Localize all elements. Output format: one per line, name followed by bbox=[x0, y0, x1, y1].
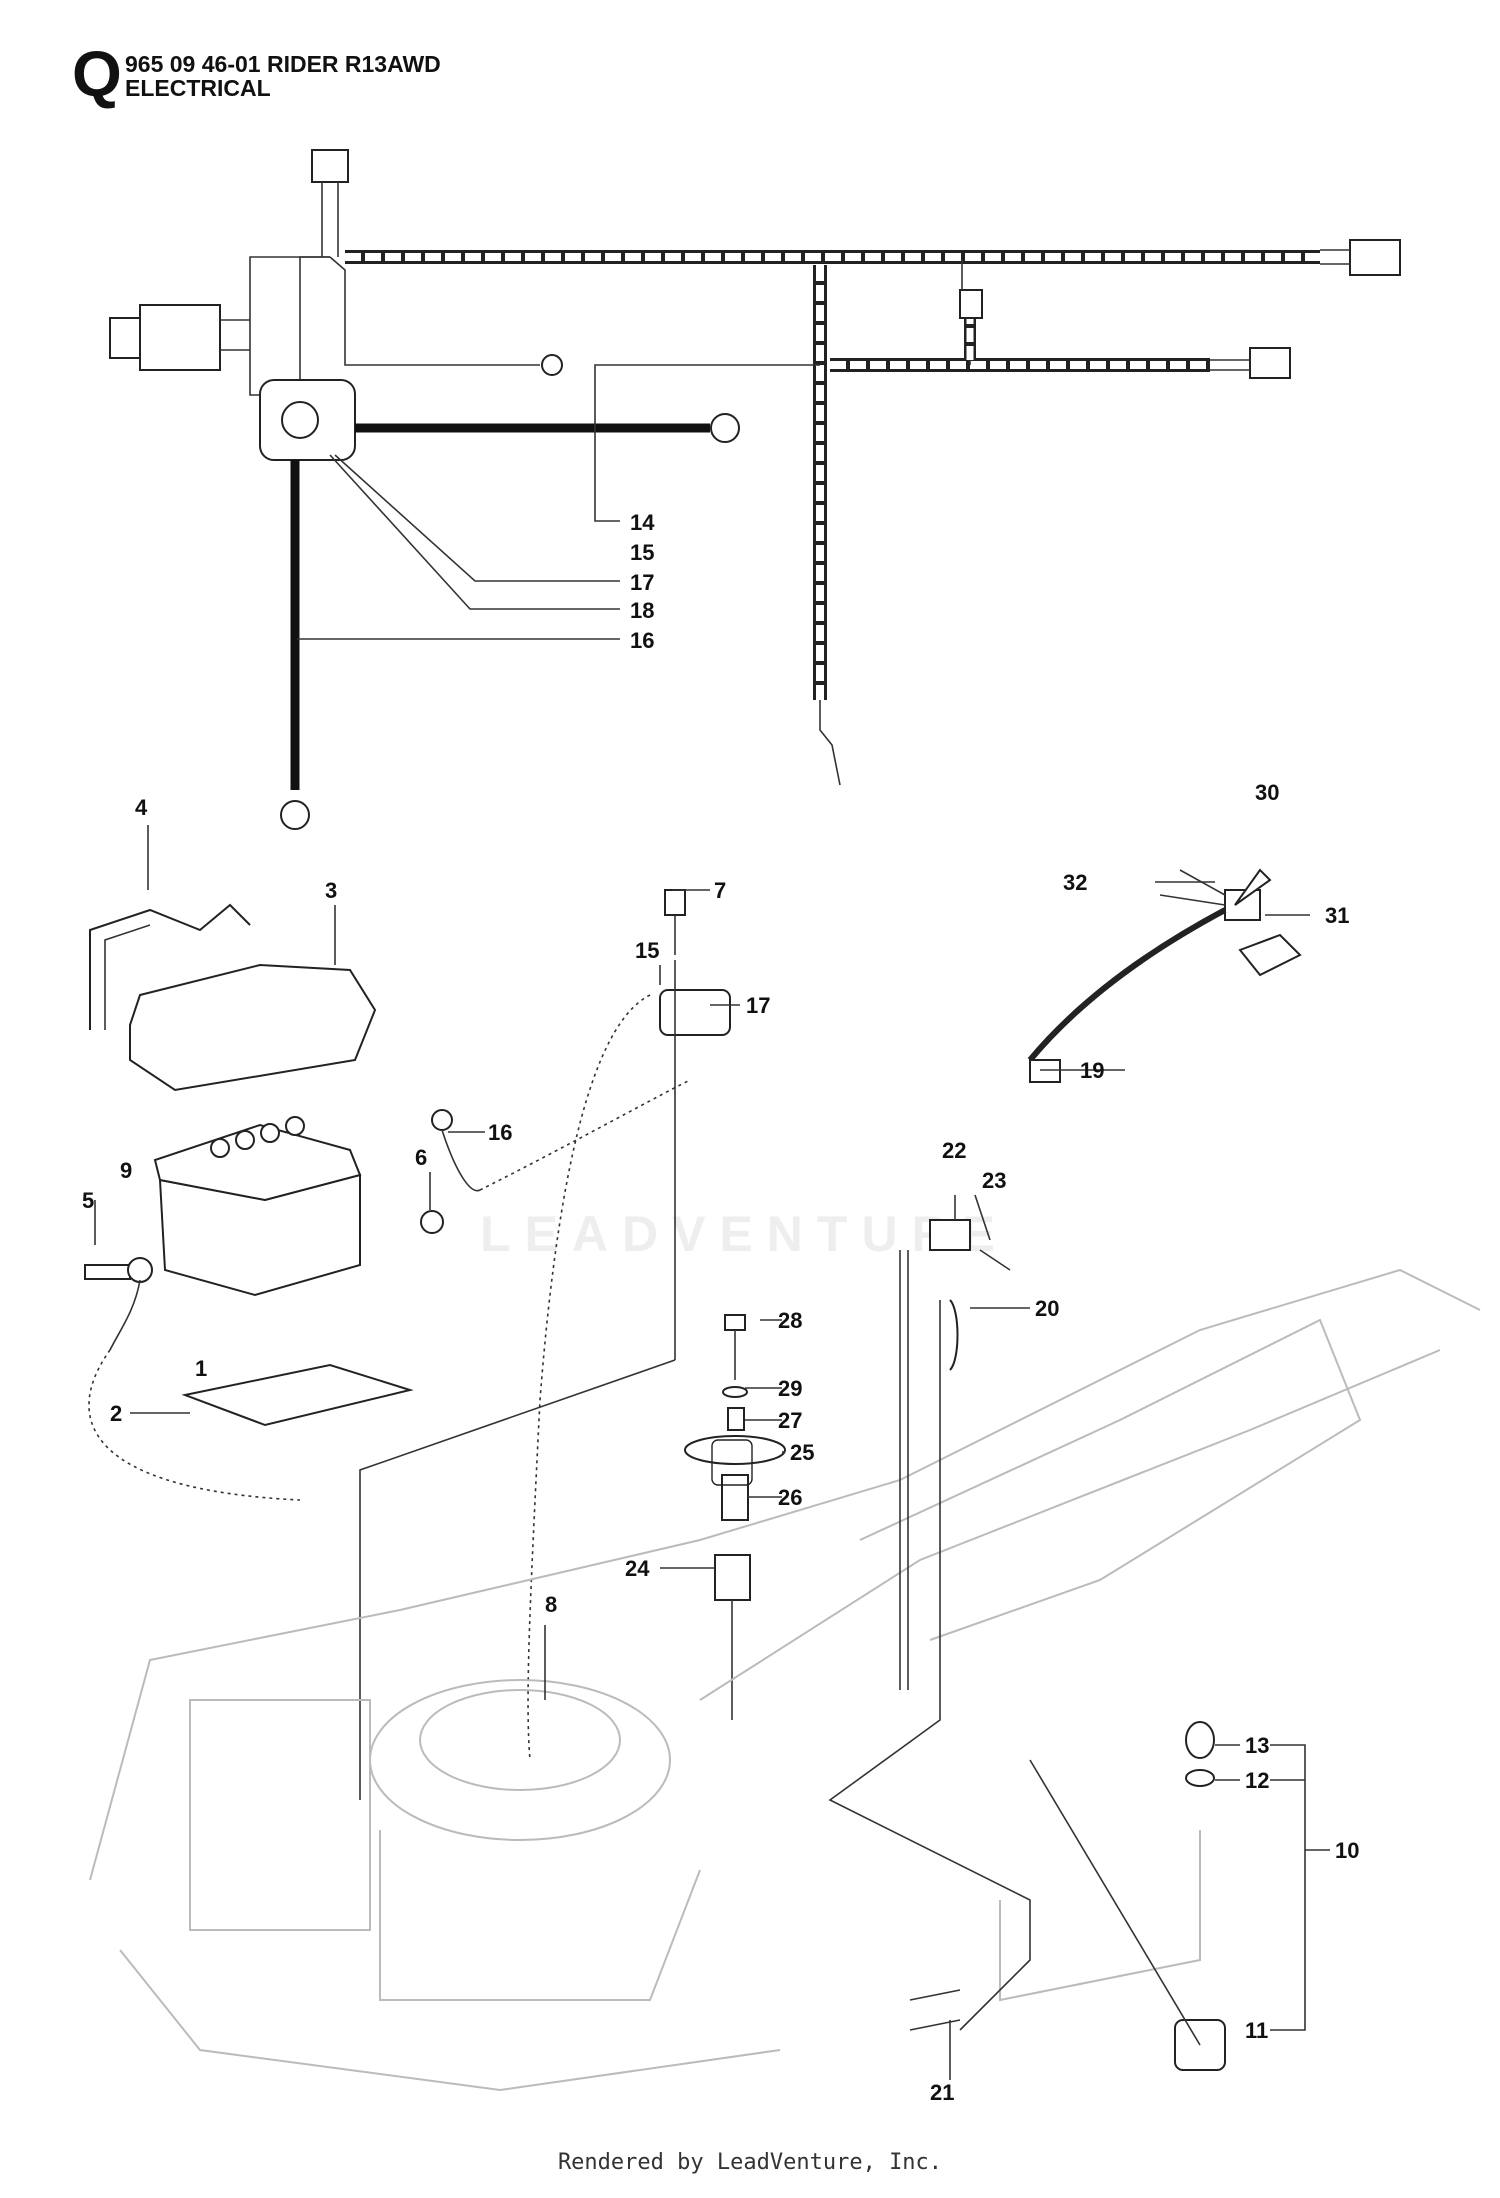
solenoid-assembly bbox=[359, 889, 731, 1800]
watermark-logo: LEADVENTURE bbox=[480, 1206, 1010, 1262]
callout-11: 11 bbox=[1245, 2018, 1268, 2043]
callout-15: 15 bbox=[630, 540, 654, 565]
callout-29: 29 bbox=[778, 1376, 802, 1401]
callout-25: 25 bbox=[790, 1440, 814, 1465]
callout-12: 12 bbox=[1245, 1768, 1269, 1793]
seat-switch-group bbox=[1027, 868, 1302, 1083]
callout-23: 23 bbox=[982, 1168, 1006, 1193]
callout-4: 4 bbox=[135, 795, 148, 820]
callout-6: 6 bbox=[415, 1145, 427, 1170]
tractor-frame-outline bbox=[89, 1268, 1481, 2092]
callout-20: 20 bbox=[1035, 1296, 1059, 1321]
callout-28: 28 bbox=[778, 1308, 802, 1333]
model-title: 965 09 46-01 RIDER R13AWD bbox=[125, 51, 441, 77]
battery-group bbox=[84, 903, 481, 1501]
callout-24: 24 bbox=[625, 1556, 650, 1581]
callout-16: 16 bbox=[630, 628, 654, 653]
wire-harness bbox=[109, 149, 1401, 830]
callout-30: 30 bbox=[1255, 780, 1279, 805]
callout-5: 5 bbox=[82, 1188, 94, 1213]
callout-21: 21 bbox=[930, 2080, 954, 2105]
callout-18: 18 bbox=[630, 598, 654, 623]
callout-22: 22 bbox=[942, 1138, 966, 1163]
section-letter: Q bbox=[72, 38, 122, 110]
callout-8: 8 bbox=[545, 1592, 557, 1617]
callout-26: 26 bbox=[778, 1485, 802, 1510]
callout-1: 1 bbox=[195, 1356, 207, 1381]
switch-components bbox=[684, 1219, 1226, 2071]
callout-17: 17 bbox=[630, 570, 654, 595]
section-title: ELECTRICAL bbox=[125, 75, 271, 101]
callout-19: 19 bbox=[1080, 1058, 1104, 1083]
callout-27: 27 bbox=[778, 1408, 802, 1433]
callout-7: 7 bbox=[714, 878, 726, 903]
footer-credit: Rendered by LeadVenture, Inc. bbox=[557, 2150, 943, 2175]
callout-16-lower: 16 bbox=[488, 1120, 512, 1145]
callout-labels: 14 15 17 18 16 4 3 7 15 17 16 6 9 5 1 2 … bbox=[82, 510, 1359, 2105]
callout-leaders bbox=[94, 825, 1330, 2080]
callout-15-lower: 15 bbox=[635, 938, 659, 963]
callout-9: 9 bbox=[120, 1158, 132, 1183]
callout-31: 31 bbox=[1325, 903, 1349, 928]
callout-14: 14 bbox=[630, 510, 655, 535]
callout-17-lower: 17 bbox=[746, 993, 770, 1018]
callout-3: 3 bbox=[325, 878, 337, 903]
callout-32: 32 bbox=[1063, 870, 1087, 895]
callout-2: 2 bbox=[110, 1401, 122, 1426]
callout-13: 13 bbox=[1245, 1733, 1269, 1758]
callout-10: 10 bbox=[1335, 1838, 1359, 1863]
